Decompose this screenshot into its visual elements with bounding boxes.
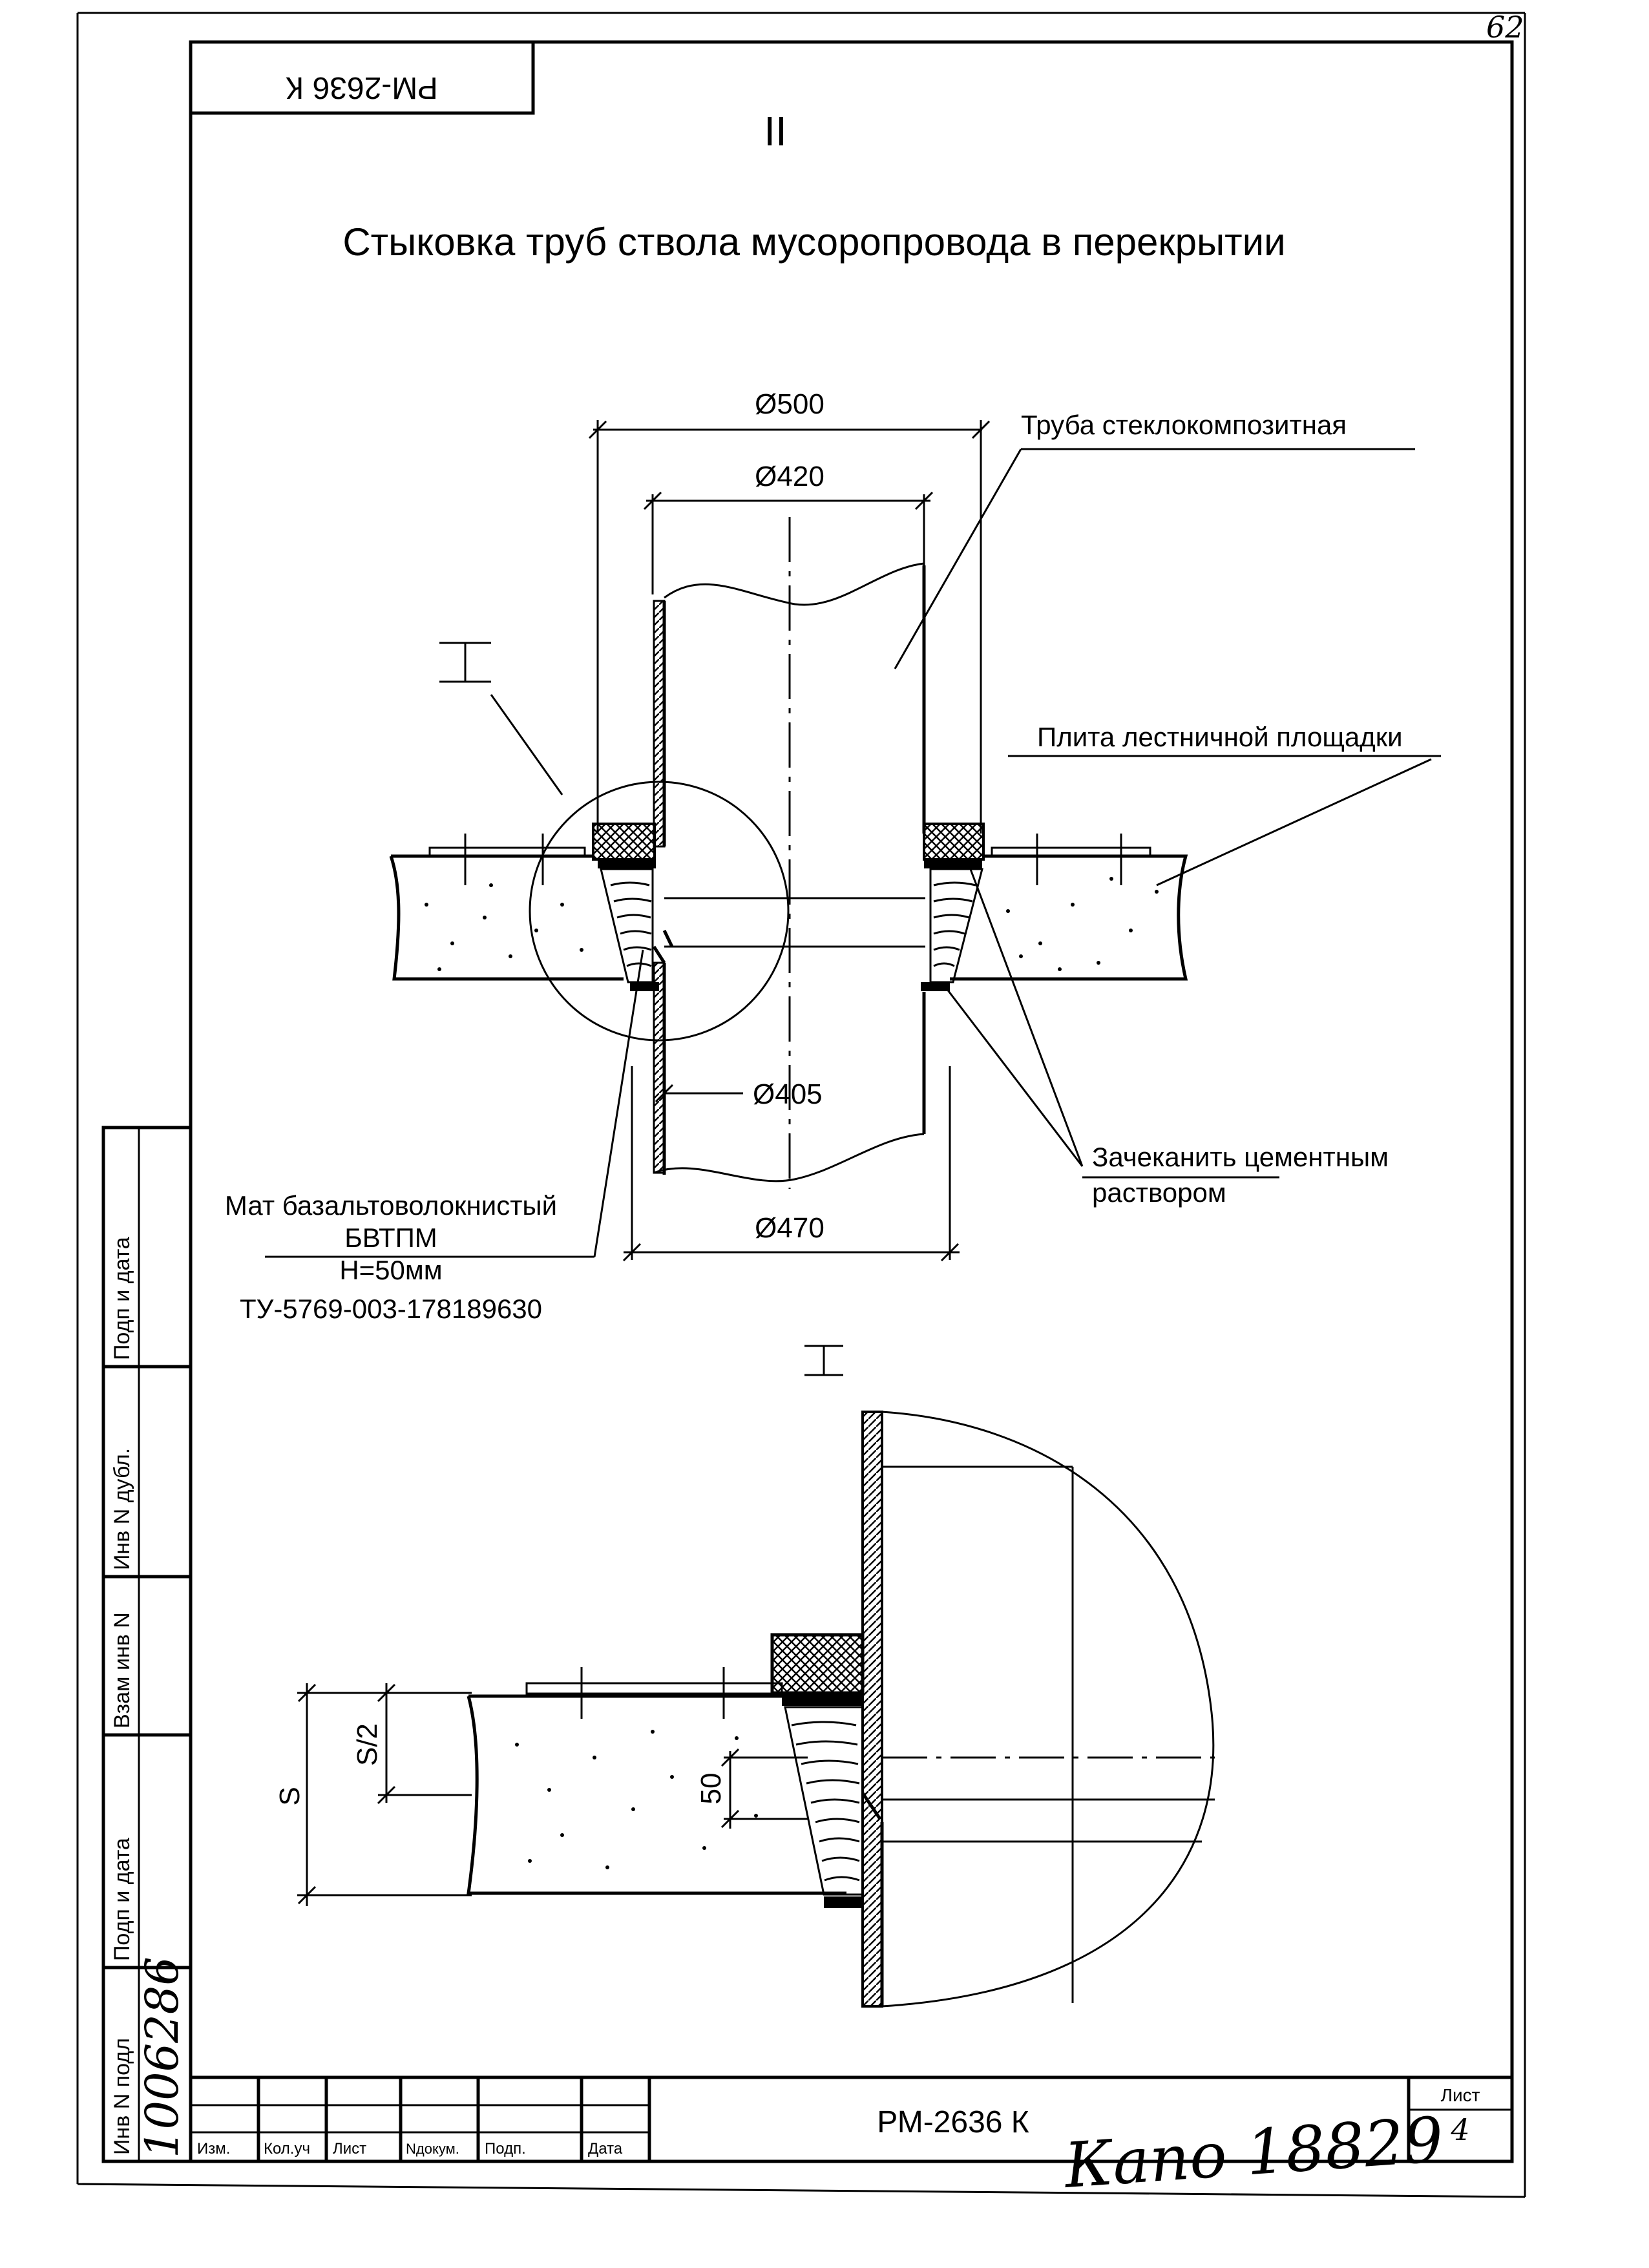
- callout-caulk: Зачеканить цементным раствором: [945, 865, 1389, 1208]
- sheet-frame: [76, 12, 1526, 2198]
- callout-mat-label-3: H=50мм: [339, 1255, 442, 1285]
- tb-header-ndokum: Nдокум.: [406, 2141, 459, 2157]
- side-label-vzam-inv: Взам инв N: [110, 1612, 134, 1728]
- tb-header-izm: Изм.: [197, 2140, 230, 2158]
- callout-mat-label-4: ТУ-5769-003-178189630: [240, 1294, 542, 1324]
- tb-header-list: Лист: [333, 2140, 366, 2158]
- callout-mat: Мат базальтоволокнистый БВТПМ H=50мм ТУ-…: [225, 949, 644, 1324]
- node-mark-top: [439, 642, 491, 683]
- side-label-inv-dubl: Инв N дубл.: [110, 1448, 134, 1570]
- dim-s2-label: S/2: [352, 1723, 383, 1766]
- tb-header-data: Дата: [588, 2140, 623, 2158]
- main-section-view: Ø500 Ø420: [389, 388, 1188, 1262]
- side-label-podp-data-1: Подп и дата: [110, 1838, 134, 1961]
- tb-header-podp: Подп.: [485, 2140, 526, 2158]
- top-stamp: РМ-2636 К: [189, 40, 535, 115]
- callout-slab: Плита лестничной площадки: [1008, 722, 1441, 887]
- tb-header-kol-uch: Кол.уч: [264, 2140, 310, 2158]
- callout-pipe-label: Труба стеклокомпозитная: [1021, 410, 1347, 440]
- callout-mat-label-1: Мат базальтоволокнистый: [225, 1190, 557, 1221]
- callout-caulk-label-2: раствором: [1092, 1177, 1226, 1208]
- dim-d405-label: Ø405: [753, 1078, 823, 1110]
- tb-sheet-label: Лист: [1441, 2085, 1480, 2105]
- dim-d420-label: Ø420: [755, 461, 824, 492]
- side-margin-stamp: Инв N подл Подп и дата Взам инв N Инв N …: [101, 1126, 193, 2163]
- side-label-inv-podl: Инв N подл: [110, 2038, 134, 2155]
- dim-50-label: 50: [695, 1773, 727, 1805]
- top-stamp-text: РМ-2636 К: [286, 70, 438, 105]
- callout-slab-label: Плита лестничной площадки: [1037, 722, 1403, 752]
- tb-sheet-number: 4: [1450, 2112, 1469, 2147]
- side-inv-value-handwritten: 1006286: [136, 1957, 189, 2158]
- callout-mat-label-2: БВТПМ: [344, 1223, 437, 1253]
- title-block: Изм. Кол.уч Лист Nдокум. Подп. Дата РМ-2…: [191, 2075, 1512, 2202]
- node-mark-detail: [804, 1345, 843, 1376]
- tb-code: РМ-2636 К: [877, 2105, 1029, 2139]
- page-title: Стыковка труб ствола мусоропровода в пер…: [342, 220, 1285, 264]
- side-label-podp-data-2: Подп и дата: [110, 1237, 134, 1360]
- dim-d470-label: Ø470: [755, 1212, 824, 1244]
- callout-pipe: Труба стеклокомпозитная: [894, 410, 1415, 669]
- detail-view: S S/2 50: [274, 1345, 1215, 2008]
- section-numeral: II: [764, 108, 787, 154]
- callout-caulk-label-1: Зачеканить цементным: [1092, 1142, 1389, 1172]
- dim-d500-label: Ø500: [755, 388, 824, 420]
- page-number-handwritten: 62: [1486, 10, 1524, 45]
- tb-handwritten-note: Капо 18829: [1061, 2103, 1445, 2202]
- dim-s-label: S: [274, 1787, 306, 1805]
